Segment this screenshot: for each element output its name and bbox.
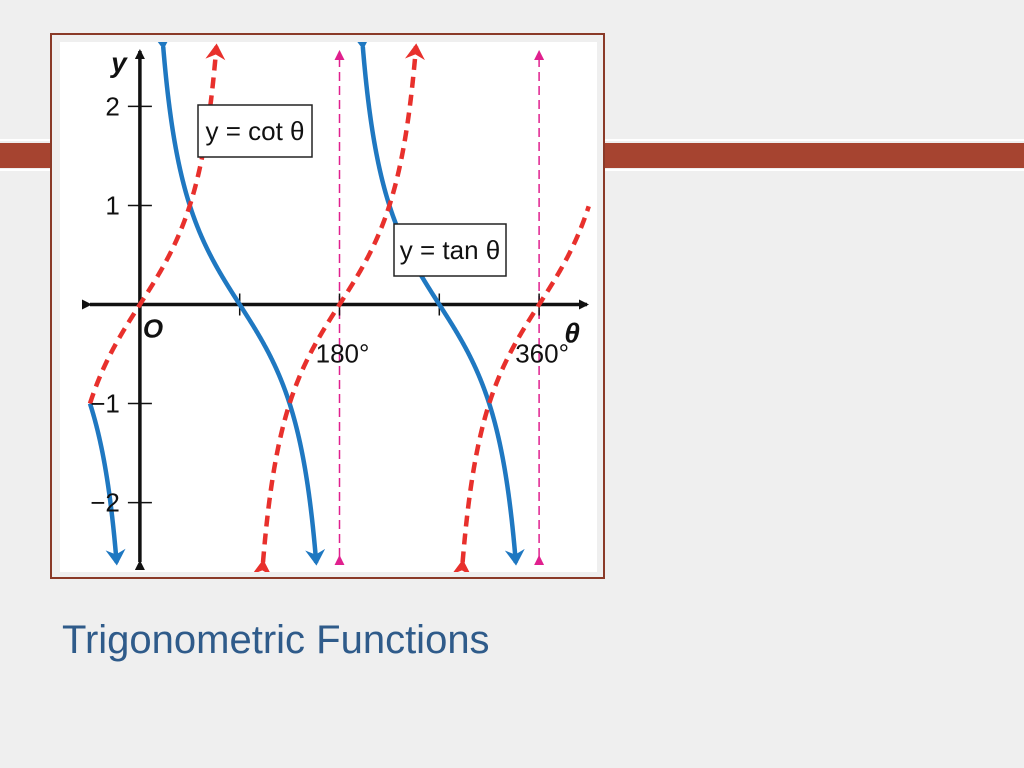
series-label-box — [393, 223, 507, 277]
tan-curve — [451, 205, 591, 572]
tan-curve — [87, 43, 226, 405]
series-label: y = cot θ — [206, 116, 305, 146]
origin-label: O — [143, 314, 163, 344]
x-tick-label: 180° — [316, 339, 370, 369]
cot-curve — [87, 402, 126, 566]
series-label-box — [197, 104, 313, 158]
y-tick-label: −2 — [90, 488, 120, 518]
y-tick-label: −1 — [90, 389, 120, 419]
x-tick-label: 360° — [515, 339, 569, 369]
tan-curve — [251, 43, 425, 572]
y-tick-label: 2 — [105, 91, 119, 121]
y-tick-label: 1 — [105, 190, 119, 220]
y-axis-label: y — [109, 47, 128, 78]
series-label: y = tan θ — [400, 235, 500, 265]
x-axis-label: θ — [564, 318, 580, 349]
slide-title: Trigonometric Functions — [62, 618, 490, 662]
